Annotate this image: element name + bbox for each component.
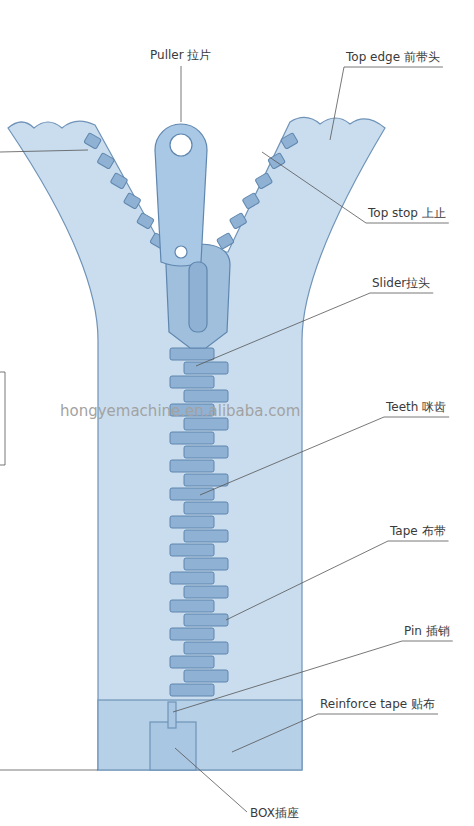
tooth <box>184 642 228 654</box>
part-label: Teeth 咪齿 <box>386 400 446 414</box>
watermark: hongyemachine.en.alibaba.com <box>60 402 300 420</box>
tooth <box>184 362 228 374</box>
part-label: Puller 拉片 <box>150 48 211 62</box>
tooth <box>184 390 228 402</box>
tooth <box>184 558 228 570</box>
leader-line <box>262 152 449 223</box>
leader-line <box>196 293 433 366</box>
zipper-tape <box>8 117 385 770</box>
leader-line <box>175 748 247 812</box>
tooth <box>170 488 214 500</box>
tooth <box>170 516 214 528</box>
tooth <box>255 173 273 190</box>
part-label: Pin 插销 <box>404 624 450 638</box>
part-label: Top edge 前带头 <box>346 50 440 64</box>
part-label: Top stop 上止 <box>368 206 446 220</box>
tooth <box>184 530 228 542</box>
tooth <box>229 213 247 230</box>
leader-line <box>200 417 449 495</box>
part-label: Tape 布带 <box>390 524 446 538</box>
tooth <box>137 213 155 230</box>
tooth <box>184 586 228 598</box>
tooth <box>184 446 228 458</box>
tooth <box>110 173 128 190</box>
tooth <box>170 572 214 584</box>
part-label: BOX插座 <box>250 806 299 820</box>
tooth <box>170 460 214 472</box>
leader-line <box>181 66 182 122</box>
tooth <box>184 614 228 626</box>
tooth <box>170 348 214 360</box>
tooth <box>170 432 214 444</box>
tooth <box>268 153 286 170</box>
leader-line <box>173 641 453 712</box>
tooth <box>170 656 214 668</box>
tooth <box>184 474 228 486</box>
pin <box>168 702 176 728</box>
tooth <box>123 193 141 210</box>
tooth <box>170 600 214 612</box>
leader-line <box>330 67 443 140</box>
tooth <box>170 544 214 556</box>
tooth <box>184 670 228 682</box>
leader-line <box>226 541 449 620</box>
tooth <box>170 628 214 640</box>
tooth <box>281 133 299 150</box>
tooth <box>170 684 214 696</box>
tooth <box>184 502 228 514</box>
part-label: Slider拉头 <box>372 276 430 290</box>
leader-line <box>232 714 438 752</box>
box <box>150 722 196 770</box>
tooth <box>84 133 102 150</box>
tooth <box>242 193 260 210</box>
tooth <box>170 376 214 388</box>
slider-tab <box>189 262 207 332</box>
part-label: Reinforce tape 贴布 <box>320 697 435 711</box>
puller <box>155 124 207 266</box>
tooth <box>217 233 235 250</box>
tooth <box>97 153 115 170</box>
